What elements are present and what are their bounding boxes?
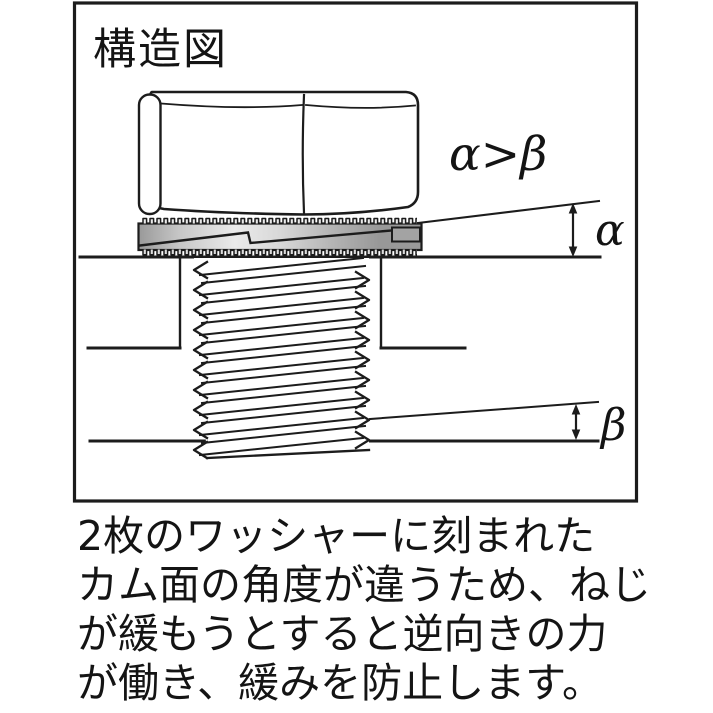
washer-bottom-serration	[142, 249, 417, 257]
diagram-title: 構造図	[93, 25, 228, 75]
alpha-label: α	[595, 205, 625, 256]
washer-cam-line	[138, 229, 393, 247]
thread-flank-lines-a	[198, 256, 365, 457]
washer-body	[137, 222, 423, 252]
thread-right-crests	[354, 270, 371, 450]
thread-flank-lines-b	[200, 264, 367, 445]
alpha-angle-line	[416, 199, 601, 225]
bolt-shaft	[194, 258, 369, 458]
bolt-threads	[192, 256, 371, 460]
nut-left-facet	[137, 93, 162, 216]
bolt-bottom-edge	[205, 448, 371, 460]
caption-line: が働き、緩みを防止します。	[77, 659, 604, 707]
alpha-dimension-arrow	[568, 203, 578, 257]
beta-angle-line	[368, 400, 600, 421]
caption-line: が緩もうとすると逆向きの力	[77, 610, 608, 658]
angle-relation-label: α>β	[449, 127, 547, 182]
diagram-border	[72, 1, 639, 503]
nut-chamfer-arc-right	[305, 104, 416, 109]
nut-outline	[148, 90, 420, 216]
beta-dimension-arrow	[571, 404, 581, 440]
caption-line: カム面の角度が違うため、ねじ	[77, 561, 651, 609]
nut-center-edge	[301, 93, 306, 215]
beta-label: β	[599, 400, 626, 451]
washer-pair	[137, 216, 423, 257]
washer-cam-notch	[391, 226, 421, 243]
hex-nut	[137, 90, 420, 216]
diagram-linework	[72, 1, 639, 503]
caption-line: 2枚のワッシャーに刻まれた	[77, 512, 596, 560]
washer-top-serration	[142, 216, 417, 224]
thread-left-crests	[192, 260, 209, 460]
nut-chamfer-arc-left	[160, 102, 303, 109]
caption: 2枚のワッシャーに刻まれた カム面の角度が違うため、ねじ が緩もうとすると逆向き…	[77, 512, 677, 708]
